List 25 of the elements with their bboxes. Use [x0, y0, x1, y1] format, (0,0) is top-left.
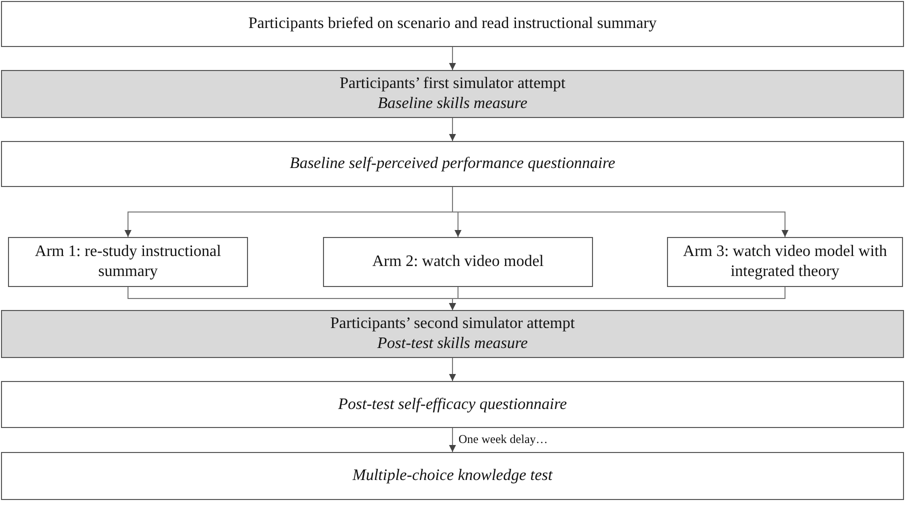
box-text: Multiple-choice knowledge test [352, 466, 552, 486]
box-text: Post-test self-efficacy questionnaire [338, 394, 567, 414]
box-subtext: Baseline skills measure [378, 94, 528, 114]
box-text: Arm 3: watch video model with integrated theory [682, 242, 888, 282]
box-text: Arm 2: watch video model [372, 252, 544, 272]
box-text: Arm 1: re-study instructional summary [34, 242, 222, 282]
process-box [1, 1, 904, 47]
arrow [449, 286, 786, 310]
box-text: Baseline self-perceived performance questionnaire [290, 154, 616, 174]
process-box [1, 310, 904, 358]
process-box [1, 381, 904, 428]
process-box [667, 237, 903, 287]
arrow [449, 46, 456, 70]
process-box [1, 70, 904, 118]
box-text: Participants’ first simulator attempt [340, 74, 566, 94]
arrow [449, 428, 456, 452]
process-box [1, 452, 904, 500]
process-box [1, 141, 904, 187]
process-box [323, 237, 593, 287]
box-text: Participants’ second simulator attempt [330, 314, 575, 334]
box-subtext: Post-test skills measure [377, 334, 528, 354]
process-box [8, 237, 248, 287]
arrow [449, 358, 456, 382]
arrow [449, 118, 456, 142]
box-text: Participants briefed on scenario and read instructional summary [248, 14, 657, 34]
